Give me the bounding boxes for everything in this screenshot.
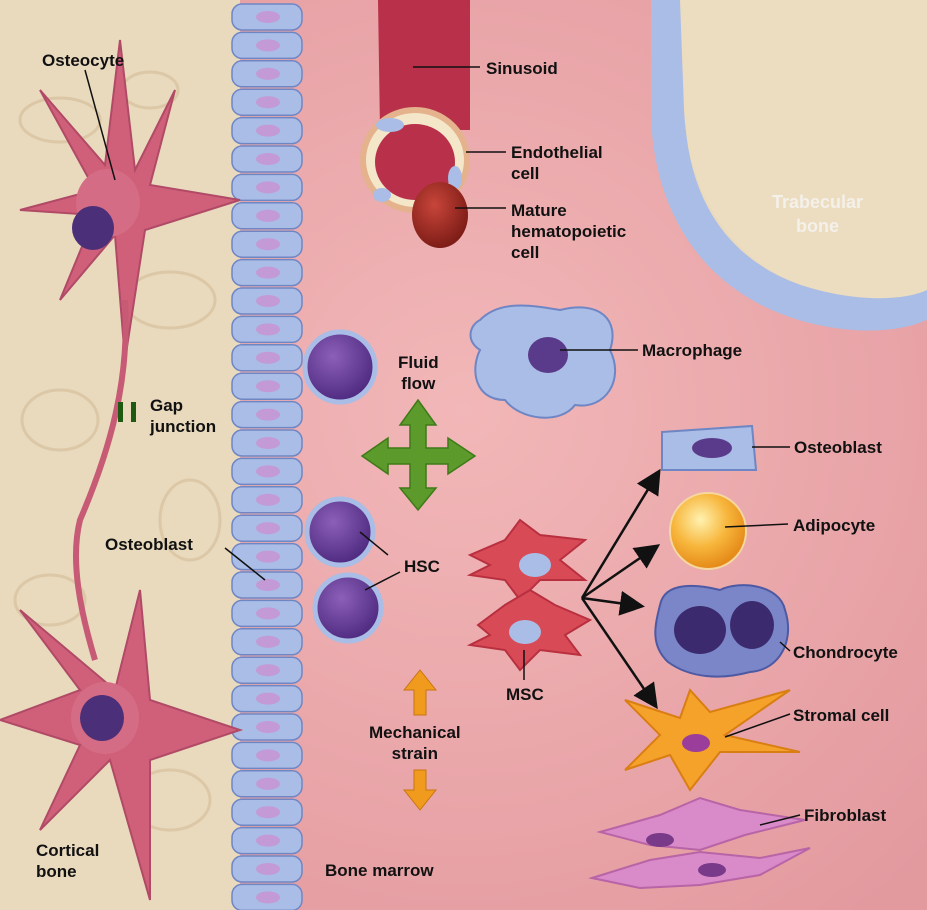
label-osteoblast-right: Osteoblast [794,437,882,458]
lining-cell-nucleus [256,323,280,335]
lining-cell-nucleus [256,494,280,506]
label-osteoblast-left: Osteoblast [105,534,193,555]
lining-cell-nucleus [256,125,280,137]
lining-cell-nucleus [256,522,280,534]
label-fibroblast: Fibroblast [804,805,886,826]
lining-cell-nucleus [256,636,280,648]
label-endothelial-cell: Endothelial cell [511,142,603,184]
label-adipocyte: Adipocyte [793,515,875,536]
osteoblast-cell-right [662,426,756,470]
lining-cell-nucleus [256,607,280,619]
lining-cell-nucleus [256,39,280,51]
label-gap-junction: Gap junction [150,395,216,437]
label-mature-hematopoietic-cell: Mature hematopoietic cell [511,200,626,263]
lining-cell-nucleus [256,749,280,761]
lining-cell-nucleus [256,238,280,250]
label-chondrocyte: Chondrocyte [793,642,898,663]
hsc-bottom [315,575,381,641]
lining-cell-nucleus [256,693,280,705]
lining-cell-nucleus [256,863,280,875]
label-cortical-bone: Cortical bone [36,840,99,882]
lining-cell-nucleus [256,96,280,108]
label-fluid-flow: Fluid flow [398,352,439,394]
label-osteocyte: Osteocyte [42,50,124,71]
mature-hematopoietic-cell [412,182,468,248]
lining-cell-nucleus [256,11,280,23]
hsc-middle [307,499,373,565]
label-mechanical-strain: Mechanical strain [369,722,461,764]
lining-cell-nucleus [256,210,280,222]
label-msc: MSC [506,684,544,705]
lining-cell-nucleus [256,352,280,364]
lining-cell-nucleus [256,778,280,790]
lining-cell-nucleus [256,806,280,818]
lining-cell-nucleus [256,437,280,449]
lining-cell-nucleus [256,835,280,847]
lining-cell-nucleus [256,721,280,733]
label-sinusoid: Sinusoid [486,58,558,79]
label-macrophage: Macrophage [642,340,742,361]
label-hsc: HSC [404,556,440,577]
label-stromal-cell: Stromal cell [793,705,889,726]
lining-cell-nucleus [256,181,280,193]
lining-cell-nucleus [256,68,280,80]
label-bone-marrow: Bone marrow [325,860,434,881]
adipocyte-cell [670,493,746,569]
lining-cell-nucleus [256,465,280,477]
lining-cell-nucleus [256,295,280,307]
hsc-top [305,332,375,402]
label-trabecular-bone: Trabecular bone [772,190,863,238]
lining-cell-nucleus [256,579,280,591]
lining-cell-nucleus [256,153,280,165]
lining-cell-nucleus [256,664,280,676]
chondrocyte-cell [655,585,788,676]
lining-cell-nucleus [256,409,280,421]
lining-cell-nucleus [256,551,280,563]
lining-cell-nucleus [256,891,280,903]
lining-cell-nucleus [256,380,280,392]
lining-cell-nucleus [256,267,280,279]
